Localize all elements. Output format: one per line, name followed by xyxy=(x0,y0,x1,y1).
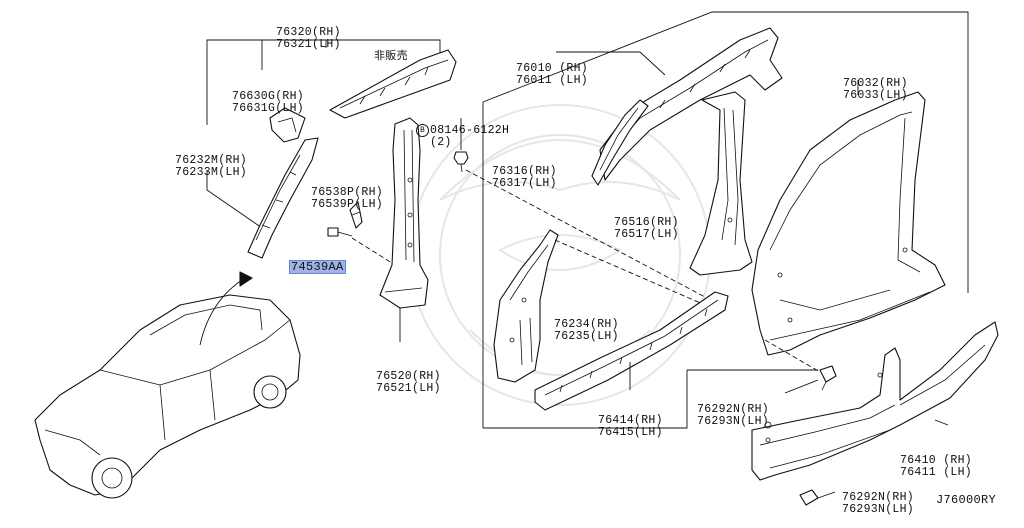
clip-lower-part[interactable] xyxy=(799,489,836,506)
body-side-outer-part[interactable] xyxy=(751,91,946,356)
label-76320[interactable]: 76320(RH)76321(LH) xyxy=(276,26,341,51)
label-76032[interactable]: 76032(RH)76033(LH) xyxy=(843,77,908,102)
not-for-sale-note: 非販売 xyxy=(374,49,408,62)
parts-diagram: 76320(RH)76321(LH) 非販売 76630G(RH)76631G(… xyxy=(34,11,999,516)
label-74539aa-highlighted[interactable]: 74539AA xyxy=(289,260,346,274)
label-76010[interactable]: 76010 (RH)76011 (LH) xyxy=(516,62,589,87)
clip-part[interactable] xyxy=(327,227,353,237)
vehicle-illustration xyxy=(34,294,301,499)
bolt-part[interactable] xyxy=(453,151,469,173)
label-76234[interactable]: 76234(RH)76235(LH) xyxy=(554,318,619,343)
sill-inner-part[interactable] xyxy=(534,291,729,411)
diagram-code: J76000RY xyxy=(936,493,997,507)
hinge-pillar-part[interactable] xyxy=(493,229,559,383)
label-76520[interactable]: 76520(RH)76521(LH) xyxy=(376,370,441,395)
label-76292n-lower[interactable]: 76292N(RH)76293N(LH) xyxy=(842,491,915,516)
label-76232m[interactable]: 76232M(RH)76233M(LH) xyxy=(175,154,248,179)
label-76292n-upper[interactable]: 76292N(RH)76293N(LH) xyxy=(697,403,770,428)
label-76316[interactable]: 76316(RH)76317(LH) xyxy=(492,165,557,190)
roof-rail-part[interactable] xyxy=(329,49,457,119)
bolt-symbol-icon: B xyxy=(416,124,429,137)
center-pillar-outer-part[interactable] xyxy=(689,91,753,276)
diagram-drawing xyxy=(34,11,999,506)
assembly-box-outline xyxy=(482,11,969,428)
direction-arrow xyxy=(199,277,246,346)
small-bracket-part[interactable] xyxy=(349,201,363,229)
label-76516[interactable]: 76516(RH)76517(LH) xyxy=(614,216,679,241)
bracket-part[interactable] xyxy=(269,107,306,143)
clip-upper-part[interactable] xyxy=(819,365,837,391)
sill-outer-part[interactable] xyxy=(751,321,999,481)
roof-side-rail-part[interactable] xyxy=(599,27,783,181)
label-76538p[interactable]: 76538P(RH)76539P(LH) xyxy=(311,186,384,211)
front-pillar-part[interactable] xyxy=(247,137,319,259)
label-76414[interactable]: 76414(RH)76415(LH) xyxy=(598,414,663,439)
label-76630g[interactable]: 76630G(RH)76631G(LH) xyxy=(232,90,305,115)
pillar-reinforcement-part[interactable] xyxy=(591,99,649,186)
label-76410[interactable]: 76410 (RH)76411 (LH) xyxy=(900,454,973,479)
